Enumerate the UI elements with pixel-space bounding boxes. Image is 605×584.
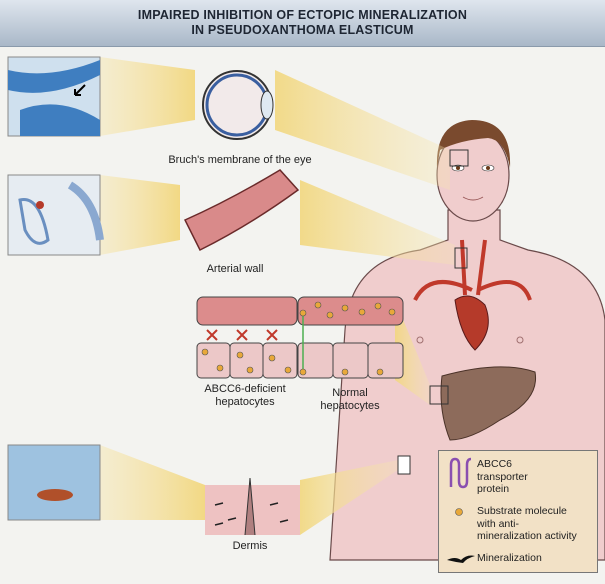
- title-line-2: IN PSEUDOXANTHOMA ELASTICUM: [191, 23, 414, 37]
- normal-label-2: hepatocytes: [320, 400, 380, 412]
- normal-hepatocytes: [297, 296, 404, 379]
- legend-substrate-3: mineralization activity: [477, 530, 577, 542]
- substrate-icon: [455, 508, 463, 516]
- legend-substrate-2: with anti-: [477, 517, 520, 530]
- beam-artery-left: [100, 175, 180, 255]
- title-line-1: IMPAIRED INHIBITION OF ECTOPIC MINERALIZ…: [137, 8, 468, 22]
- normal-label-1: Normal: [332, 387, 368, 399]
- arrow-icon: [74, 84, 86, 96]
- eye-marker-box: [449, 149, 469, 167]
- deficient-hepatocytes: [196, 296, 298, 379]
- heart: [454, 295, 489, 351]
- transporter-icon: [449, 457, 472, 489]
- beam-eye-right: [275, 70, 450, 190]
- legend-transporter-2: transporter: [477, 470, 528, 483]
- liver-marker-box: [429, 385, 449, 405]
- dermis-label: Dermis: [232, 540, 268, 552]
- artery-marker-box: [454, 247, 468, 269]
- beam-eye-left: [100, 57, 195, 136]
- beam-artery-right: [300, 180, 455, 265]
- beam-dermis-left: [100, 445, 205, 520]
- liver: [440, 366, 537, 441]
- beam-liver: [395, 300, 430, 405]
- deficient-label-2: hepatocytes: [215, 396, 275, 408]
- skin-marker-box: [397, 455, 411, 475]
- beam-dermis-right: [300, 460, 398, 535]
- deficient-label-1: ABCC6-deficient: [204, 383, 286, 395]
- legend-transporter-3: protein: [477, 483, 510, 495]
- title-banner: IMPAIRED INHIBITION OF ECTOPIC MINERALIZ…: [0, 0, 605, 47]
- artery-label: Arterial wall: [206, 263, 264, 275]
- eye-micrograph: [7, 56, 101, 137]
- legend-substrate-1: Substrate molecule: [477, 505, 567, 517]
- mineralization-icon: [447, 555, 475, 563]
- artery-micrograph: [7, 174, 104, 256]
- dermis-illustration: [205, 477, 300, 536]
- skin-micrograph: [7, 444, 101, 521]
- eye-illustration: [202, 70, 274, 140]
- arterial-wall-illustration: [183, 169, 300, 252]
- eye-label: Bruch's membrane of the eye: [168, 154, 312, 166]
- legend-transporter-1: ABCC6: [477, 458, 513, 470]
- legend-mineralization: Mineralization: [477, 552, 542, 564]
